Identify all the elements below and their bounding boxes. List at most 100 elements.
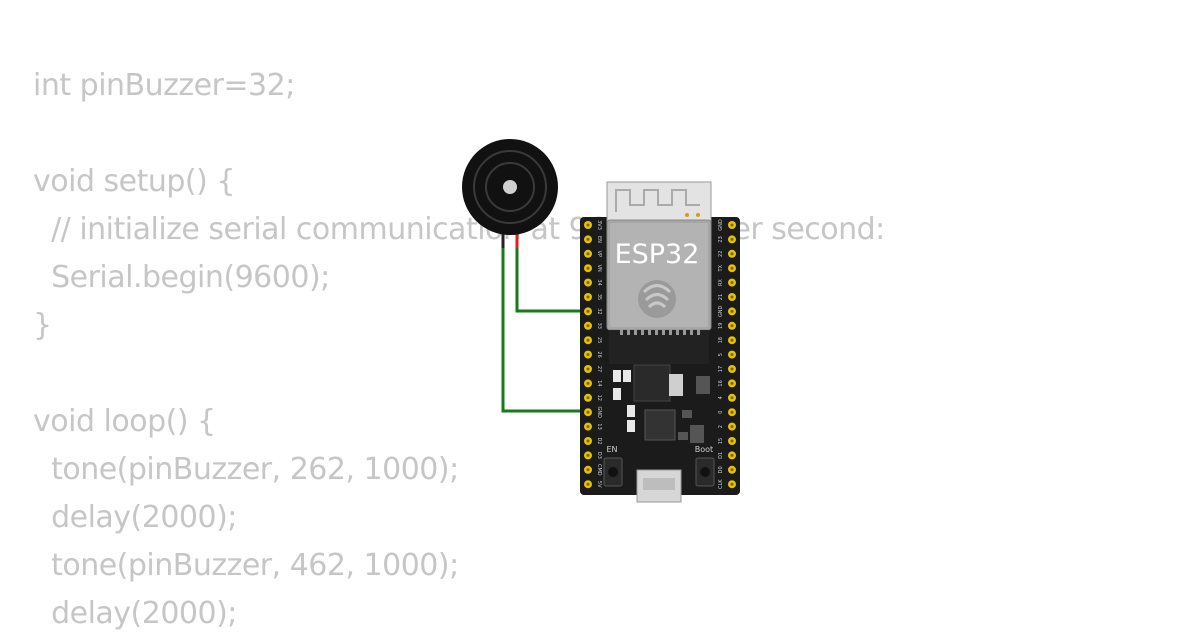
right-pin-hole [730, 252, 734, 256]
module-pads [609, 330, 709, 364]
gnd-wire[interactable] [501, 245, 588, 413]
left-pin-label: 34 [596, 279, 602, 285]
right-pin-label: 23 [718, 236, 724, 242]
left-pin-hole [586, 468, 590, 472]
right-pin-hole [730, 425, 734, 429]
left-pin-hole [586, 381, 590, 385]
left-pin-label: 27 [596, 366, 602, 372]
code-line: delay(2000); [33, 500, 237, 535]
code-line: } [33, 308, 52, 343]
code-line: int pinBuzzer=32; [33, 68, 295, 103]
code-line: tone(pinBuzzer, 462, 1000); [33, 548, 459, 583]
code-line: void setup() { [33, 164, 235, 199]
left-pin-label: EN [596, 236, 602, 243]
left-pin-hole [586, 266, 590, 270]
wires [501, 228, 588, 413]
left-pin-label: VN [596, 265, 602, 272]
left-pin-label: 35 [596, 294, 602, 300]
right-pin-hole [730, 439, 734, 443]
left-pin-label: CMD [596, 464, 602, 476]
left-pin-hole [586, 367, 590, 371]
left-pin-hole [586, 353, 590, 357]
right-pin-hole [730, 381, 734, 385]
right-pin-label: GND [718, 219, 724, 231]
right-pin-hole [730, 309, 734, 313]
left-pin-hole [586, 425, 590, 429]
left-pin-hole [586, 324, 590, 328]
left-pin-hole [586, 396, 590, 400]
right-pin-hole [730, 410, 734, 414]
right-pin-label: RX [718, 279, 724, 286]
left-pin-label: 3V3 [596, 220, 602, 230]
right-pin-hole [730, 468, 734, 472]
right-pin-hole [730, 353, 734, 357]
left-pin-hole [586, 482, 590, 486]
left-pin-hole [586, 453, 590, 457]
right-pin-hole [730, 396, 734, 400]
left-pin-label: 33 [596, 323, 602, 329]
left-pin-label: 26 [596, 351, 602, 357]
right-pin-label: 17 [718, 366, 724, 372]
right-pin-label: GND [718, 306, 724, 318]
left-pin-hole [586, 338, 590, 342]
right-pin-hole [730, 237, 734, 241]
code-line: void loop() { [33, 404, 216, 439]
right-pin-hole [730, 338, 734, 342]
left-pin-hole [586, 295, 590, 299]
right-pin-label: 19 [718, 323, 724, 329]
right-pin-label: 22 [718, 251, 724, 257]
left-pin-label: VP [596, 251, 602, 257]
left-pin-hole [586, 252, 590, 256]
right-pin-label: D1 [718, 452, 724, 459]
left-pin-label: 5V [596, 481, 602, 488]
right-pin-label: 5 [718, 353, 724, 356]
right-pin-label: 21 [718, 294, 724, 300]
left-pin-hole [586, 410, 590, 414]
right-pin-label: 0 [718, 411, 724, 414]
left-pin-label: 32 [596, 308, 602, 314]
right-pin-label: D0 [718, 466, 724, 473]
right-pin-hole [730, 266, 734, 270]
code-line: tone(pinBuzzer, 262, 1000); [33, 452, 459, 487]
right-pin-hole [730, 281, 734, 285]
right-pin-label: 2 [718, 425, 724, 428]
right-pin-hole [730, 295, 734, 299]
right-pin-label: CLK [718, 479, 724, 489]
left-pin-header: 3V3ENVPVN343532332526271412GND13D2D3CMD5… [584, 220, 602, 489]
boot-label: Boot [695, 445, 713, 454]
onboard-components [613, 364, 710, 443]
left-pin-label: D2 [596, 437, 602, 444]
right-pin-label: 15 [718, 438, 724, 444]
right-pin-label: 4 [718, 396, 724, 399]
right-pin-hole [730, 223, 734, 227]
micro-usb-port[interactable] [636, 469, 682, 503]
espressif-logo-icon [638, 280, 676, 318]
right-pin-label: TX [718, 264, 724, 272]
left-pin-hole [586, 223, 590, 227]
right-pin-label: 16 [718, 380, 724, 386]
board-title: ESP32 [615, 239, 700, 270]
code-line: Serial.begin(9600); [33, 260, 330, 295]
en-button[interactable] [603, 457, 623, 487]
left-pin-label: GND [596, 406, 602, 418]
left-pin-label: D3 [596, 452, 602, 459]
right-pin-hole [730, 482, 734, 486]
code-line: delay(2000); [33, 596, 237, 631]
right-pin-hole [730, 453, 734, 457]
left-pin-label: 13 [596, 423, 602, 429]
left-pin-label: 12 [596, 395, 602, 401]
boot-button[interactable] [695, 457, 715, 487]
left-pin-hole [586, 237, 590, 241]
left-pin-hole [586, 439, 590, 443]
en-label: EN [606, 445, 617, 454]
piezo-buzzer-icon[interactable] [462, 139, 558, 235]
esp32-board[interactable]: ESP32 [580, 181, 740, 503]
code-editor[interactable]: int pinBuzzer=32;void setup() { // initi… [33, 62, 885, 638]
signal-wire[interactable] [515, 245, 588, 313]
right-pin-label: 18 [718, 337, 724, 343]
left-pin-hole [586, 281, 590, 285]
right-pin-hole [730, 367, 734, 371]
left-pin-label: 14 [596, 380, 602, 386]
